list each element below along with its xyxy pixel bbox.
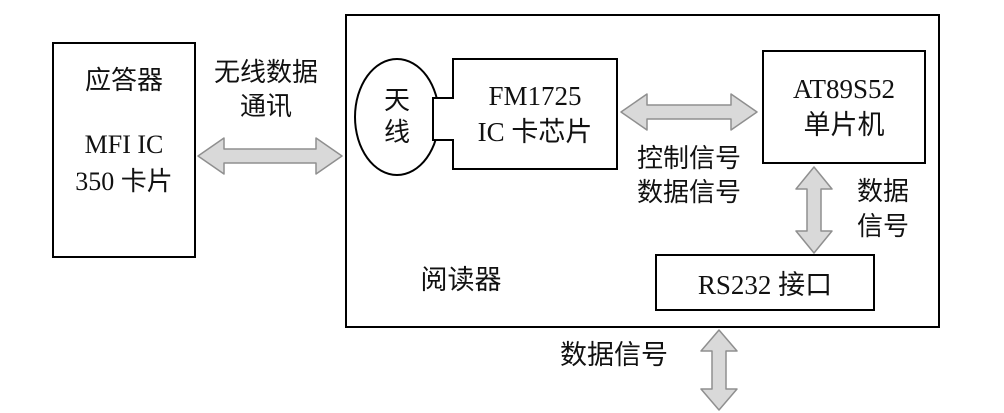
rs232-box: RS232 接口 — [655, 254, 875, 311]
mcu-box: AT89S52 单片机 — [762, 50, 926, 164]
mcu-rs232-bus-label-line2: 信号 — [856, 212, 909, 242]
mcu-rs232-bus-label: 数据 信号 — [845, 174, 921, 244]
transponder-title: 应答器 — [84, 66, 163, 95]
ic-chip-box: FM1725 IC 卡芯片 — [452, 58, 618, 170]
mcu-label-line1: AT89S52 — [792, 73, 895, 104]
wireless-double-arrow-icon — [197, 136, 343, 176]
chip-mcu-bus-label-line2: 数据信号 — [636, 177, 741, 207]
antenna-label-line2: 线 — [383, 118, 410, 147]
transponder-model-line1: MFI IC — [84, 129, 164, 159]
ic-chip-label-line1: FM1725 — [488, 80, 582, 111]
antenna-connector-tab — [432, 97, 454, 141]
wireless-link-label: 无线数据 通讯 — [198, 56, 334, 124]
chip-mcu-bus-label-line1: 控制信号 — [636, 144, 741, 173]
chip-mcu-bus-label: 控制信号 数据信号 — [618, 142, 760, 210]
mcu-rs232-double-arrow-icon — [795, 166, 833, 254]
reader-boundary-box — [345, 14, 940, 328]
mcu-label-line2: 单片机 — [803, 110, 885, 140]
antenna-ellipse: 天 线 — [354, 58, 440, 176]
antenna-label-line1: 天 — [383, 85, 410, 115]
chip-mcu-double-arrow-icon — [620, 92, 758, 132]
external-double-arrow-icon — [700, 329, 738, 411]
rs232-label: RS232 接口 — [697, 270, 833, 300]
mcu-rs232-bus-label-line1: 数据 — [856, 177, 909, 206]
reader-label: 阅读器 — [420, 265, 502, 295]
external-data-label: 数据信号 — [560, 340, 668, 370]
ic-chip-label-line2: IC 卡芯片 — [477, 117, 593, 147]
wireless-link-label-line2: 通讯 — [239, 91, 292, 121]
wireless-link-label-line1: 无线数据 — [213, 58, 318, 87]
transponder-box: 应答器 MFI IC 350 卡片 — [52, 42, 196, 258]
transponder-model-line2: 350 卡片 — [75, 167, 173, 197]
